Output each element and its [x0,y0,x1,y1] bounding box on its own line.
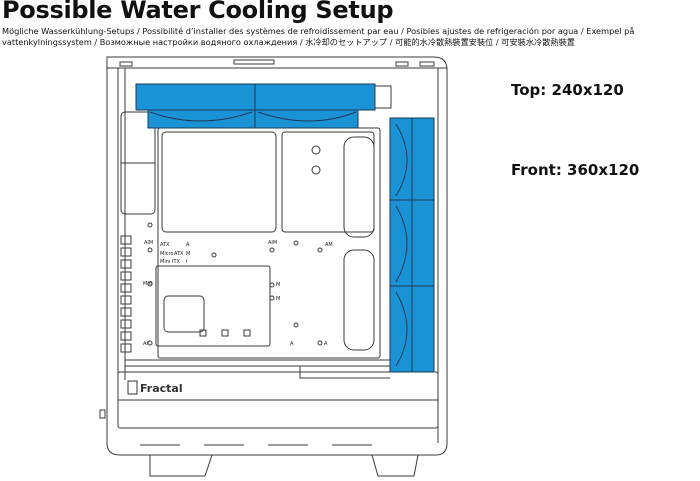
cable-grommet-top [343,136,375,238]
page-title: Possible Water Cooling Setup [2,0,394,24]
front-radiator [389,117,435,373]
svg-text:Mini: Mini [160,259,170,265]
svg-text:ATX: ATX [174,251,184,257]
svg-text:Micro: Micro [160,251,173,257]
cable-grommet-bottom [343,249,375,351]
svg-text:M: M [186,251,190,257]
svg-text:A: A [186,242,190,248]
svg-text:I: I [186,259,187,265]
label-mio: MIO [143,281,153,287]
label-atx: ATX [160,242,170,248]
cpu-cutout [161,131,277,233]
pci-slots [120,235,132,353]
svg-text:M: M [276,296,280,302]
front-radiator-label: Front: 360x120 [511,161,640,179]
top-handle-mid [233,59,275,65]
foot-left [149,454,213,477]
svg-text:ITX: ITX [172,259,181,265]
label-aim-left: AIM [144,240,153,246]
label-aim-right: AIM [268,240,277,246]
fractal-logo: Fractal [127,380,183,395]
case-outer-outline [106,56,448,456]
svg-text:A: A [324,341,328,347]
svg-text:AI: AI [143,341,148,347]
svg-text:Fractal: Fractal [140,382,183,395]
top-radiator [135,83,392,129]
svg-text:M: M [276,282,280,288]
mounting-area [155,265,271,347]
top-handle-right [395,61,409,67]
top-radiator-label: Top: 240x120 [511,81,624,99]
foot-right [371,454,419,477]
label-am: AM [325,242,333,248]
languages-subtitle: Mögliche Wasserkühlung-Setups / Possibil… [2,26,635,47]
svg-text:A: A [290,341,294,347]
top-handle-left [119,61,133,67]
